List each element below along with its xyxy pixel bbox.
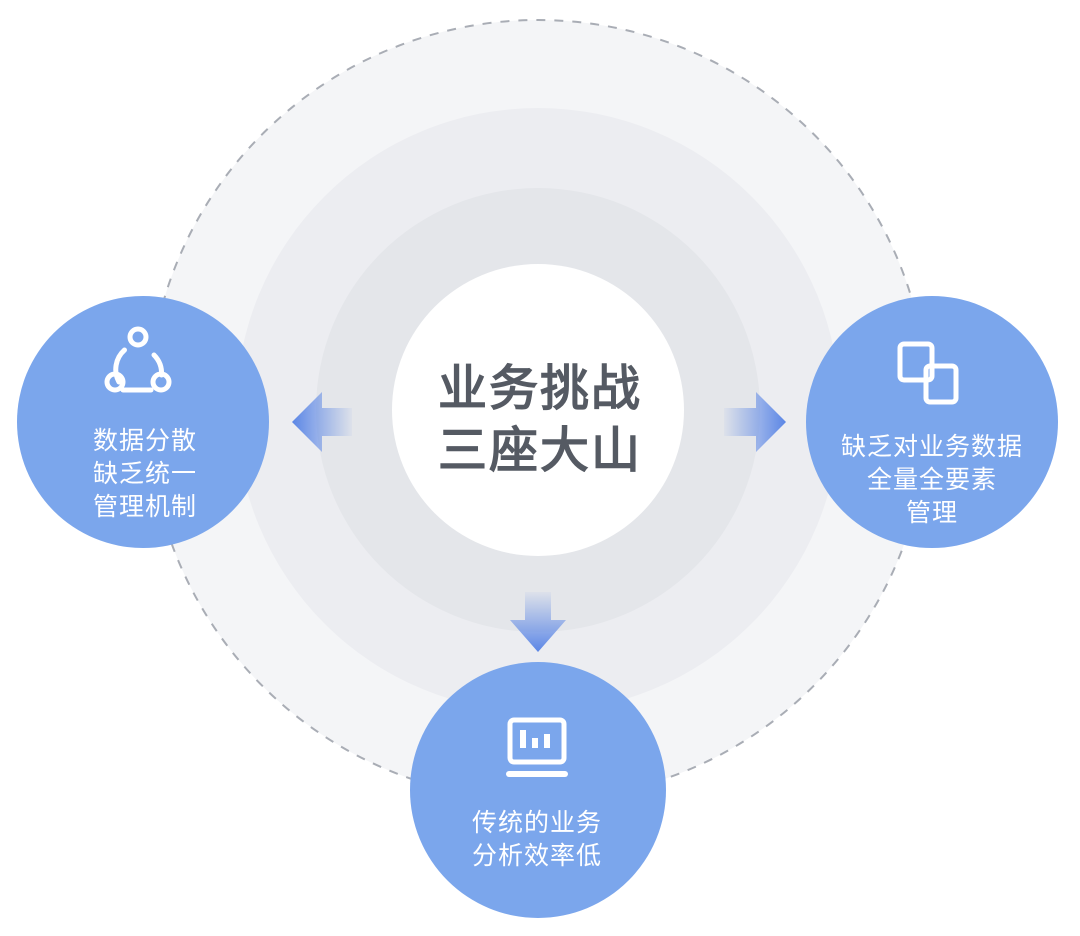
label-line: 全量全要素	[866, 465, 997, 494]
challenge-node-bottom	[410, 662, 666, 918]
challenge-label-left: 数据分散 缺乏统一 管理机制	[40, 424, 250, 523]
label-line: 分析效率低	[471, 841, 602, 870]
arrow-right	[724, 392, 786, 452]
arrow-left	[292, 392, 352, 452]
label-line: 数据分散	[92, 426, 197, 455]
center-circle	[392, 264, 684, 556]
label-line: 缺乏统一	[92, 459, 197, 488]
label-line: 缺乏对业务数据	[840, 432, 1023, 461]
challenge-label-right: 缺乏对业务数据 全量全要素 管理	[812, 430, 1052, 529]
label-line: 管理	[905, 498, 958, 527]
challenge-node-right	[806, 296, 1058, 548]
linked-squares-icon	[897, 341, 959, 405]
center-title: 业务挑战 三座大山	[390, 358, 690, 482]
center-title-line-1: 业务挑战	[437, 360, 642, 417]
monitor-chart-icon	[506, 717, 568, 777]
arrow-down	[510, 592, 566, 652]
center-title-line-2: 三座大山	[437, 422, 642, 479]
challenge-label-bottom: 传统的业务 分析效率低	[432, 806, 642, 872]
label-line: 传统的业务	[471, 808, 602, 837]
network-nodes-icon	[104, 326, 172, 393]
challenge-node-left	[17, 296, 269, 548]
label-line: 管理机制	[92, 492, 197, 521]
